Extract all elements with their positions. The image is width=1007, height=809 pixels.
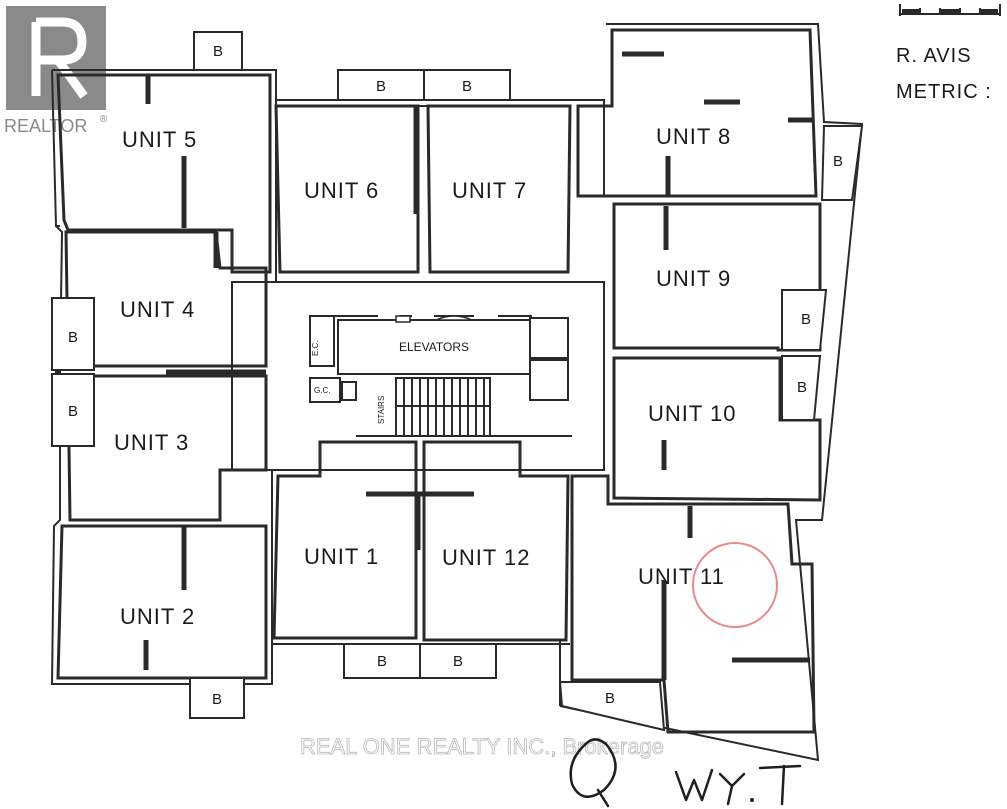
balcony-top-unit6: B (337, 69, 425, 101)
brokerage-watermark: REAL ONE REALTY INC., Brokerage (300, 734, 664, 759)
balcony-unit4: B (51, 297, 95, 371)
handwritten-annotation (569, 738, 802, 808)
unit-3-label: UNIT 3 (114, 430, 189, 455)
balcony-unit3: B (51, 373, 95, 447)
svg-text:B: B (453, 653, 463, 670)
interior-partitions (143, 51, 812, 680)
realtor-r-glyph (31, 17, 88, 99)
building-core: ELEVATORS E.C. G.C. STAIRS (309, 315, 572, 437)
realtor-logo: REALTOR ® (4, 6, 108, 136)
stair-treads (395, 377, 491, 437)
balcony-unit8: B (820, 125, 864, 201)
realtor-wordmark: REALTOR (4, 116, 87, 136)
ec-label: E.C. (311, 340, 320, 356)
header-metric: METRIC : (896, 81, 992, 103)
balcony-bottom-unit1: B (343, 643, 421, 679)
svg-text:B: B (797, 379, 807, 396)
unit-8-label: UNIT 8 (656, 124, 731, 149)
unit-4-label: UNIT 4 (120, 297, 195, 322)
balconies: B B B B B B B B (51, 31, 864, 732)
elevators-label: ELEVATORS (399, 340, 469, 354)
balcony-top-left: B (193, 31, 243, 71)
svg-text:B: B (377, 653, 387, 670)
svg-text:B: B (605, 690, 615, 707)
svg-text:B: B (68, 329, 78, 346)
unit-6-label: UNIT 6 (304, 178, 379, 203)
balcony-unit10: B (781, 355, 822, 421)
svg-text:B: B (376, 78, 386, 95)
svg-text:B: B (462, 78, 472, 95)
svg-text:B: B (212, 691, 222, 708)
unit-labels: UNIT 5 UNIT 6 UNIT 7 UNIT 8 UNIT 9 UNIT … (114, 124, 737, 629)
svg-text:B: B (833, 153, 843, 170)
unit-12-label: UNIT 12 (442, 545, 531, 570)
unit-1-label: UNIT 1 (304, 544, 379, 569)
header-r-avis: R. AVIS (896, 45, 972, 67)
svg-text:B: B (68, 403, 78, 420)
svg-text:B: B (213, 43, 223, 60)
stairs-label: STAIRS (377, 396, 386, 424)
unit-2-label: UNIT 2 (120, 604, 195, 629)
unit-7-label: UNIT 7 (452, 178, 527, 203)
building-outline (50, 23, 864, 762)
balcony-unit9: B (781, 289, 828, 351)
unit-11-highlight-circle (692, 542, 778, 628)
gc-label: G.C. (314, 386, 330, 395)
unit-10-label: UNIT 10 (648, 401, 737, 426)
balcony-top-unit7: B (423, 69, 511, 101)
balcony-bottom-unit2: B (189, 677, 245, 719)
balcony-unit11: B (558, 681, 666, 732)
svg-text:B: B (801, 311, 811, 328)
balcony-bottom-unit12: B (419, 643, 497, 679)
unit-11-label: UNIT 11 (638, 564, 725, 589)
realtor-registered-mark: ® (100, 114, 108, 125)
unit-9-label: UNIT 9 (656, 266, 731, 291)
unit-5-label: UNIT 5 (122, 127, 197, 152)
scale-bar (899, 4, 1001, 16)
